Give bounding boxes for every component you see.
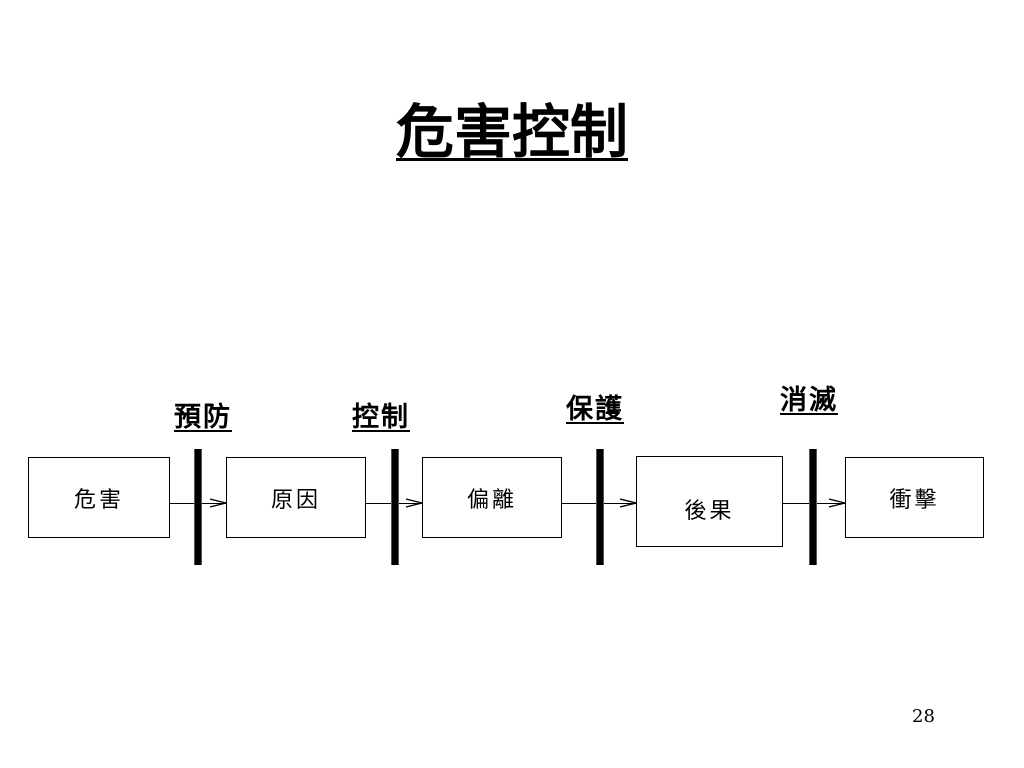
barrier-prevention [194, 449, 202, 565]
box-impact: 衝擊 [845, 457, 984, 538]
barrier-label-elimination: 消滅 [780, 378, 838, 417]
box-consequence: 後果 [636, 456, 783, 547]
barrier-protection [596, 449, 604, 565]
box-hazard: 危害 [28, 457, 170, 538]
barrier-control [391, 449, 399, 565]
barrier-elimination [809, 449, 817, 565]
arrowhead-icon [829, 498, 855, 508]
slide-title-text: 危害控制 [396, 98, 628, 166]
arrowhead-icon [406, 498, 432, 508]
arrowhead-icon [620, 498, 646, 508]
box-cause: 原因 [226, 457, 366, 538]
box-deviation: 偏離 [422, 457, 562, 538]
page-number: 28 [912, 706, 935, 727]
connector-line [366, 503, 391, 504]
barrier-label-prevention: 預防 [174, 395, 232, 434]
connector-line [170, 503, 194, 504]
barrier-label-protection: 保護 [566, 387, 624, 426]
connector-line [562, 503, 596, 504]
barrier-label-control: 控制 [352, 395, 410, 434]
connector-line [783, 503, 809, 504]
slide-title: 危害控制 [0, 92, 1024, 172]
arrowhead-icon [210, 498, 236, 508]
